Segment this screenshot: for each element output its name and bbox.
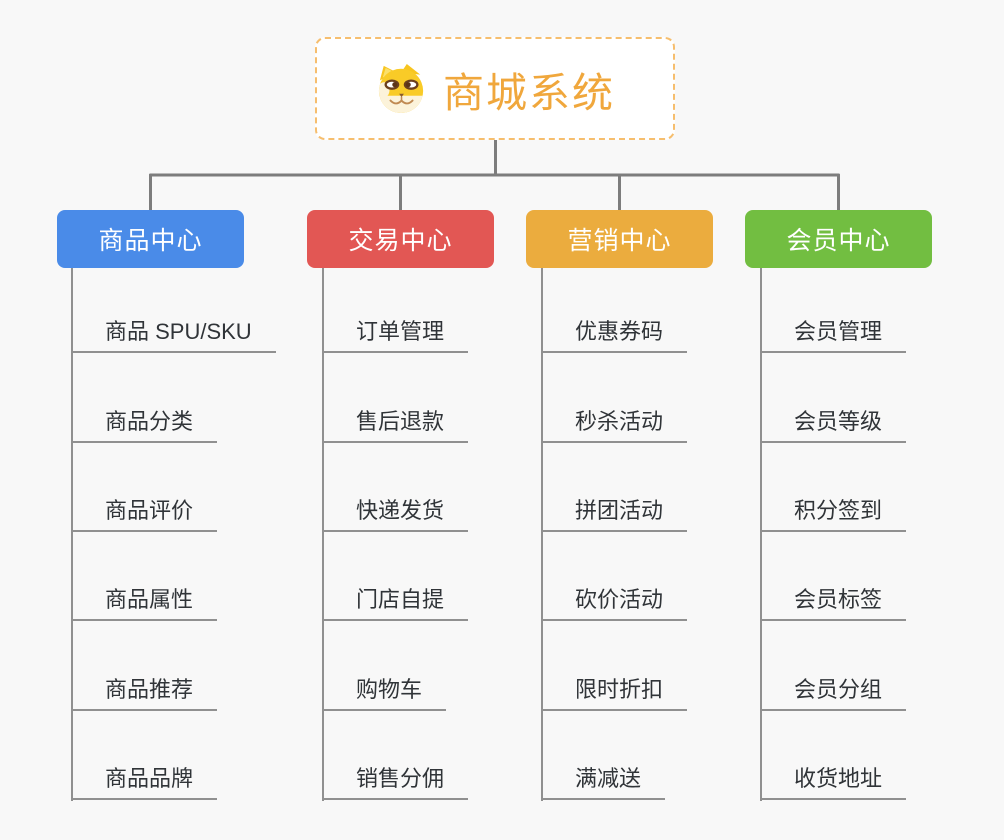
child-topic[interactable]: 销售分佣 (322, 765, 469, 800)
child-topic[interactable]: 收货地址 (760, 765, 907, 800)
child-topic[interactable]: 购物车 (322, 676, 447, 711)
child-topic[interactable]: 商品推荐 (71, 676, 218, 711)
child-topic[interactable]: 售后退款 (322, 408, 469, 443)
child-topic[interactable]: 商品 SPU/SKU (71, 318, 276, 353)
branch-node-marketing-center[interactable]: 营销中心 (526, 210, 713, 268)
child-topic[interactable]: 门店自提 (322, 586, 469, 621)
branch-label: 交易中心 (348, 227, 453, 255)
child-topic[interactable]: 商品评价 (71, 497, 218, 532)
child-topic[interactable]: 拼团活动 (541, 497, 688, 532)
child-topic[interactable]: 商品属性 (71, 586, 218, 621)
root-title: 商城系统 (443, 69, 615, 116)
branch-node-trade-center[interactable]: 交易中心 (307, 210, 494, 268)
branch-node-product-center[interactable]: 商品中心 (57, 210, 244, 268)
child-topic[interactable]: 商品品牌 (71, 765, 218, 800)
child-topic[interactable]: 满减送 (541, 765, 666, 800)
branch-node-member-center[interactable]: 会员中心 (745, 210, 932, 268)
branch-children-marketing-center: 优惠券码 秒杀活动 拼团活动 砍价活动 限时折扣 满减送 (541, 268, 781, 802)
branch-label: 商品中心 (98, 227, 203, 255)
child-topic[interactable]: 积分签到 (760, 497, 907, 532)
child-topic[interactable]: 秒杀活动 (541, 408, 688, 443)
trunk-line (541, 268, 543, 801)
doge-icon (375, 63, 429, 114)
child-topic[interactable]: 会员标签 (760, 586, 907, 621)
child-topic[interactable]: 快递发货 (322, 497, 469, 532)
branch-children-trade-center: 订单管理 售后退款 快递发货 门店自提 购物车 销售分佣 (322, 268, 562, 802)
child-topic[interactable]: 砍价活动 (541, 586, 688, 621)
trunk-line (71, 268, 73, 801)
child-topic[interactable]: 优惠券码 (541, 318, 688, 353)
branch-children-product-center: 商品 SPU/SKU 商品分类 商品评价 商品属性 商品推荐 商品品牌 (71, 268, 311, 802)
child-topic[interactable]: 会员分组 (760, 676, 907, 711)
child-topic[interactable]: 商品分类 (71, 408, 218, 443)
branch-label: 会员中心 (786, 227, 891, 255)
branch-children-member-center: 会员管理 会员等级 积分签到 会员标签 会员分组 收货地址 (760, 268, 1000, 802)
trunk-line (760, 268, 762, 801)
child-topic[interactable]: 会员管理 (760, 318, 907, 353)
branch-label: 营销中心 (567, 227, 672, 255)
child-topic[interactable]: 会员等级 (760, 408, 907, 443)
trunk-line (322, 268, 324, 801)
child-topic[interactable]: 订单管理 (322, 318, 469, 353)
root-node-mall-system[interactable]: 商城系统 (315, 37, 675, 140)
child-topic[interactable]: 限时折扣 (541, 676, 688, 711)
